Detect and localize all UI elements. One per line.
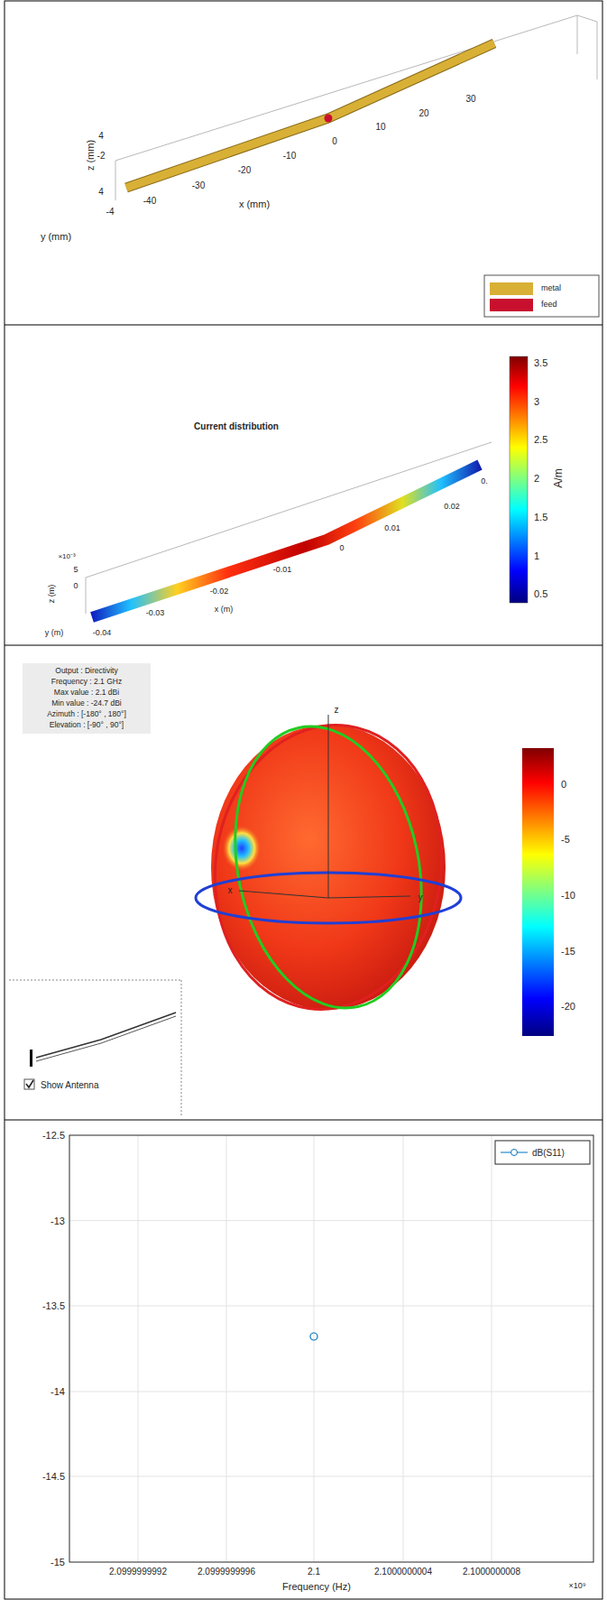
plot-label: -0.01 — [273, 565, 293, 575]
plot-label: Show Antenna — [40, 1079, 100, 1090]
plot-label: Frequency (Hz) — [282, 1580, 351, 1592]
plot-label: Frequency : 2.1 GHz — [51, 677, 122, 686]
legend-text: feed — [541, 300, 558, 310]
plot-label: -13 — [50, 1214, 65, 1226]
plot-label: 2.5 — [533, 433, 548, 445]
plot-label: y (m) — [45, 628, 65, 638]
plot-label: y — [418, 892, 424, 902]
plot-label: -40 — [143, 195, 157, 206]
plot-label: Output : Directivity — [55, 666, 118, 675]
legend-swatch — [489, 298, 534, 312]
plot-label: 0.5 — [533, 588, 548, 599]
plot-label: -10 — [561, 889, 576, 901]
plot-label: 0 — [331, 136, 338, 147]
plot-label: -14 — [50, 1385, 65, 1397]
plot-label: x (mm) — [239, 198, 270, 210]
plot-label: Azimuth : [-180° , 180°] — [46, 709, 127, 718]
plot-label: 10 — [375, 121, 386, 132]
plot-label: -0.03 — [146, 608, 166, 618]
plot-label: -14.5 — [42, 1470, 65, 1481]
plot-label: Current distribution — [193, 421, 279, 432]
plot-label: 2.1000000008 — [462, 1565, 521, 1576]
plot-label: 4 — [98, 186, 104, 197]
plot-label: 0. — [480, 477, 488, 487]
plot-label: 5 — [73, 565, 78, 575]
plot-label: -2 — [97, 150, 106, 161]
plot-label: A/m — [552, 468, 565, 488]
plot-label: 2.1 — [307, 1565, 321, 1576]
plot-label: 0.02 — [443, 502, 460, 512]
plot-label: 0 — [339, 543, 344, 553]
plot-label: -15 — [50, 1555, 65, 1567]
plot-label: 3.5 — [533, 357, 548, 368]
plot-label: -12.5 — [42, 1129, 65, 1141]
plot-label: z (m) — [47, 584, 57, 604]
plot-label: 20 — [418, 108, 429, 119]
plot-label: -0.02 — [210, 587, 230, 597]
legend-text: dB(S11) — [532, 1147, 565, 1158]
plot-label: 2.0999999996 — [197, 1565, 256, 1576]
plot-label: -0.04 — [92, 628, 112, 638]
plot-label: 2 — [533, 472, 540, 484]
plot-label: ×10⁹ — [568, 1581, 586, 1591]
plot-label: y (mm) — [40, 230, 72, 242]
plot-label: -4 — [106, 206, 115, 217]
plot-label: 2.0999999992 — [109, 1565, 167, 1576]
plot-label: -20 — [561, 1000, 576, 1012]
plot-label: -20 — [238, 165, 251, 175]
plot-label: 0.01 — [384, 524, 401, 534]
plot-label: 1 — [533, 550, 540, 562]
plot-label: Elevation : [-90° , 90°] — [49, 720, 124, 729]
plot-label: -5 — [561, 833, 571, 845]
plot-label: 1.5 — [533, 511, 548, 523]
plot-label: -30 — [192, 180, 205, 191]
plot-label: z — [334, 704, 340, 715]
plot-label: z (mm) — [84, 139, 96, 171]
plot-label: Max value : 2.1 dBi — [54, 688, 120, 697]
legend-text: metal — [541, 284, 562, 294]
plot-label: ×10⁻³ — [57, 552, 75, 562]
plot-label: -13.5 — [42, 1299, 65, 1311]
plot-label: 0 — [73, 581, 78, 591]
plot-label: Min value : -24.7 dBi — [51, 698, 121, 708]
plot-label: 2.1000000004 — [374, 1565, 433, 1576]
plot-label: 0 — [561, 778, 567, 790]
plot-label: 4 — [98, 130, 104, 141]
plot-label: 30 — [465, 93, 476, 104]
plot-label: x — [228, 884, 233, 895]
plot-label: -15 — [561, 945, 576, 957]
plot-label: 3 — [533, 395, 540, 407]
legend-swatch — [489, 282, 534, 295]
plot-label: -10 — [283, 150, 296, 161]
plot-label: x (m) — [214, 605, 234, 615]
